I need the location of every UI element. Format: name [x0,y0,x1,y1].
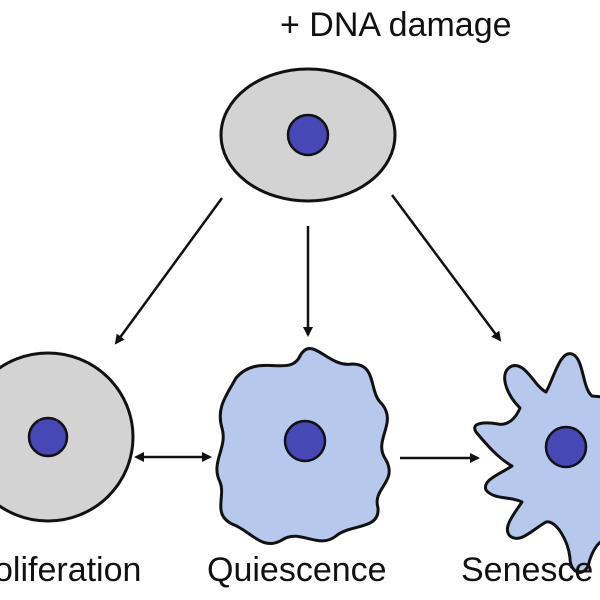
quiescent-cell-nucleus [283,419,327,463]
damaged-cell-nucleus [286,113,330,157]
quiescence-label: Quiescence [207,551,387,589]
proliferating-cell-nucleus [27,416,69,458]
senescent-cell-body [473,352,600,574]
arrow-to-proliferation [114,197,224,345]
senescent-cell-nucleus [544,425,588,469]
quiescent-cell [215,347,391,546]
arrow-to-senescence [390,194,502,342]
proliferating-cell [0,351,135,523]
proliferation-label: oliferation [0,551,142,589]
dna-damage-label: + DNA damage [280,6,512,44]
damaged-cell [219,67,397,203]
senescence-label: Senesce [461,551,594,589]
senescent-cell [473,352,600,574]
